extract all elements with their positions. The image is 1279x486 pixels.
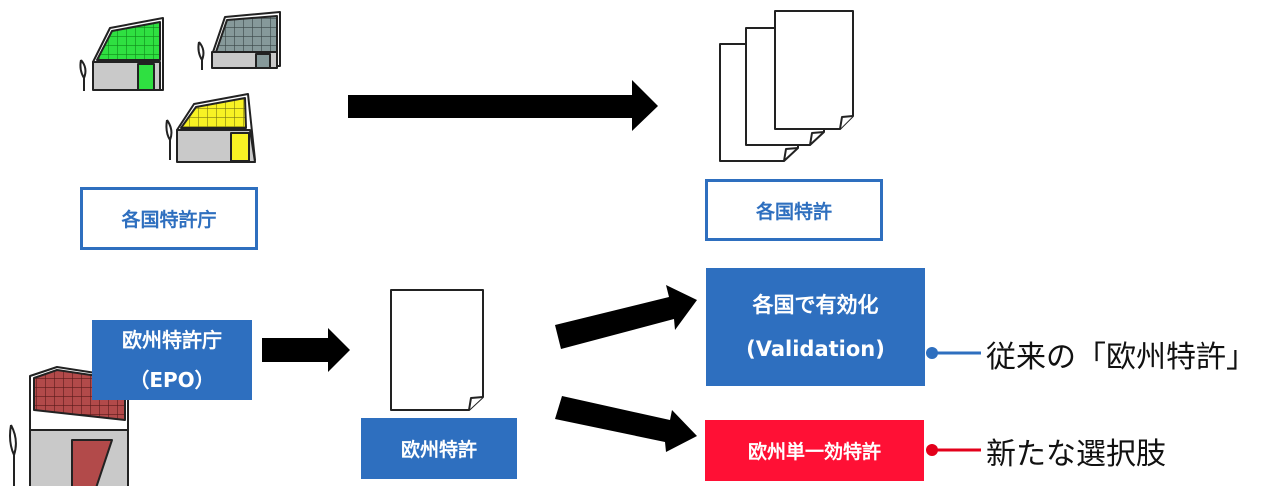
new-option-caption: 新たな選択肢 — [986, 437, 1166, 472]
validation-label: 各国で有効化 (Validation) — [706, 268, 925, 386]
arrow-offices-to-patents — [348, 80, 658, 131]
connector-dot-red — [926, 444, 938, 456]
document-stack-icon — [719, 10, 854, 162]
arrow-epo-to-patent — [262, 328, 350, 372]
national-patents-label: 各国特許 — [705, 179, 883, 241]
european-patent-label: 欧州特許 — [361, 418, 517, 479]
national-offices-label: 各国特許庁 — [80, 187, 258, 250]
single-document-icon — [390, 289, 484, 411]
traditional-caption: 従来の「欧州特許」 — [986, 340, 1256, 375]
epo-label: 欧州特許庁 （EPO） — [92, 320, 252, 400]
epo-label-line1: 欧州特許庁 — [122, 328, 222, 352]
arrow-to-validation — [555, 285, 697, 349]
epo-label-line2: （EPO） — [129, 368, 215, 392]
gray-office-building-icon — [197, 11, 281, 70]
arrow-to-unitary-patent — [555, 396, 697, 452]
connector-dot-blue — [926, 347, 938, 359]
yellow-office-building-icon — [165, 93, 256, 163]
validation-label-line1: 各国で有効化 — [752, 293, 879, 317]
green-office-building-icon — [79, 17, 164, 91]
unitary-patent-label: 欧州単一効特許 — [705, 420, 924, 481]
validation-label-line2: (Validation) — [746, 337, 885, 361]
